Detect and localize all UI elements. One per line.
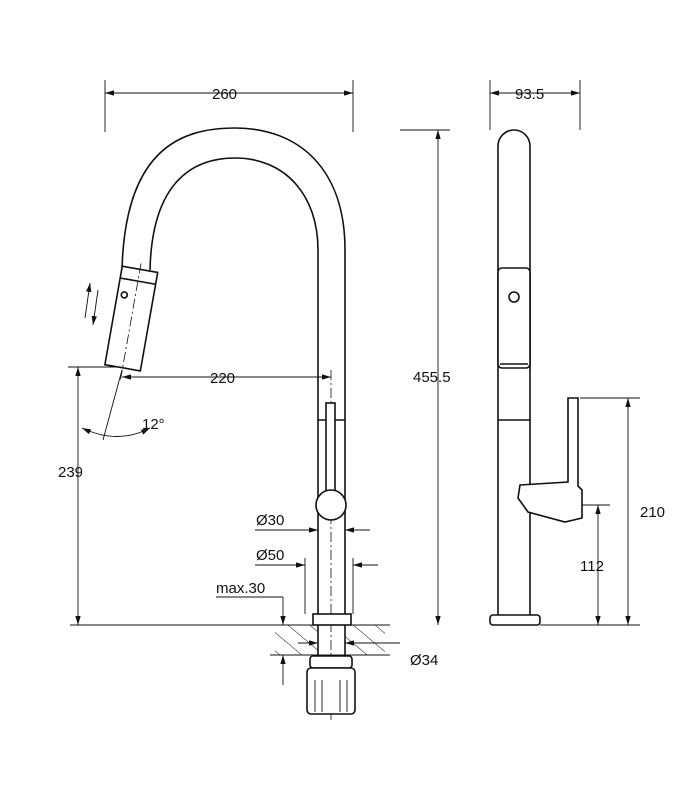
dim-overall-width: 260 — [212, 86, 237, 103]
dim-spout-reach: 220 — [210, 370, 235, 387]
spray-head — [103, 263, 159, 380]
base-collar — [312, 613, 352, 626]
dim-lever-top: 210 — [640, 504, 665, 521]
gooseneck-inner — [149, 157, 319, 615]
side-view — [489, 129, 583, 626]
side-lever-handle — [517, 397, 583, 523]
spray-arrows-icon — [84, 282, 99, 326]
dim-spout-angle: 12° — [142, 416, 165, 433]
dim-body-diameter: Ø30 — [256, 512, 284, 529]
dim-max-counter: max.30 — [216, 580, 265, 597]
dim-base-diameter: Ø50 — [256, 547, 284, 564]
mounting-nut — [306, 655, 356, 715]
lever-handle — [325, 402, 336, 494]
dim-spout-height: 239 — [58, 464, 83, 481]
front-view — [81, 127, 390, 720]
dim-side-depth: 93.5 — [515, 86, 544, 103]
dim-overall-height: 455.5 — [413, 369, 451, 386]
countertop-section — [270, 624, 390, 656]
lever-pivot — [315, 489, 347, 521]
dim-hole-diameter: Ø34 — [410, 652, 438, 669]
gooseneck-outer — [121, 127, 346, 615]
dim-lever-pivot: 112 — [580, 558, 604, 575]
dimension-lines — [68, 80, 640, 685]
